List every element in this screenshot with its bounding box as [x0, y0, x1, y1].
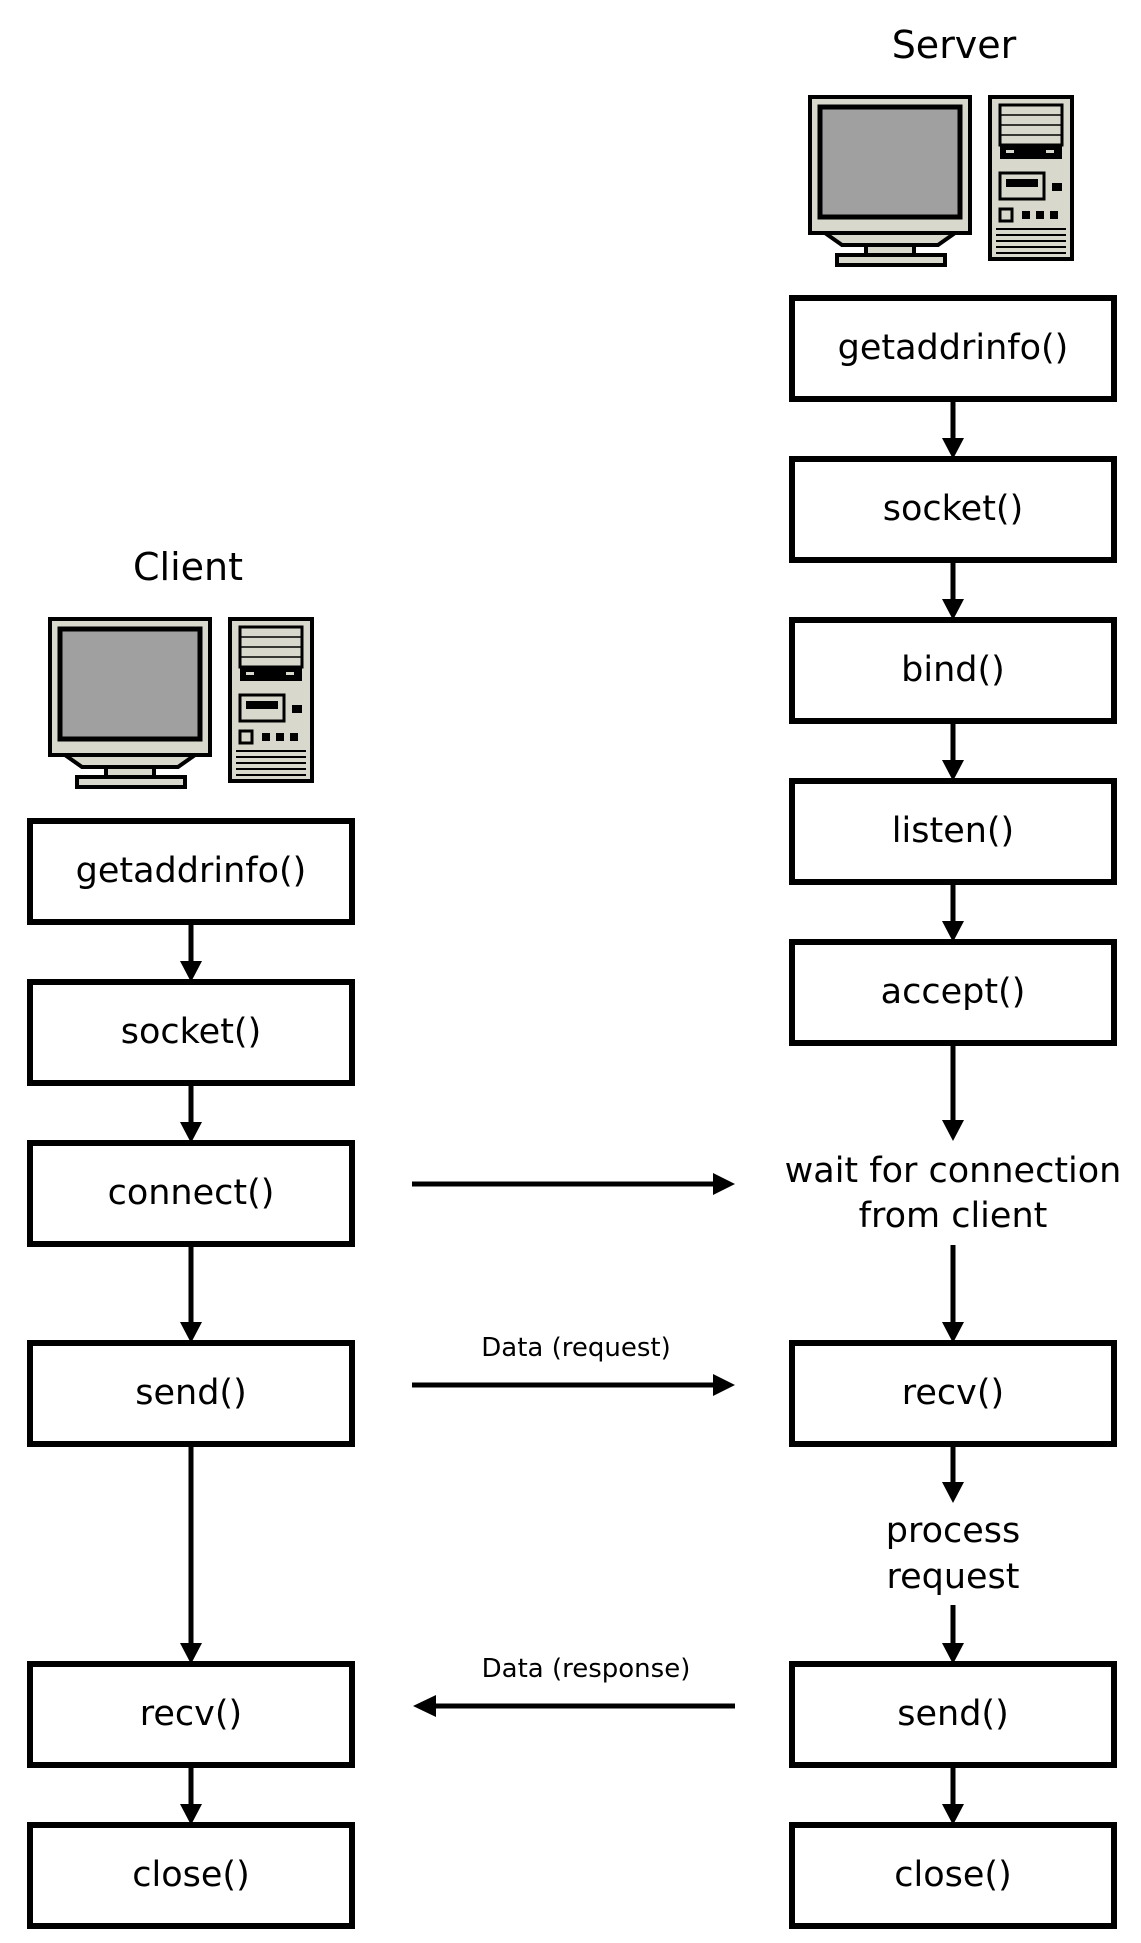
- server-accept-label: accept(): [881, 972, 1026, 1012]
- server-bind-box: bind(): [789, 617, 1117, 724]
- server-listen-box: listen(): [789, 778, 1117, 885]
- server-arrow-accept-wait: [942, 1043, 964, 1141]
- server-getaddrinfo-box: getaddrinfo(): [789, 295, 1117, 402]
- server-arrow-recv-process: [942, 1444, 964, 1503]
- server-socket-box: socket(): [789, 456, 1117, 563]
- connect-arrow: [412, 1173, 735, 1195]
- server-close-box: close(): [789, 1822, 1117, 1929]
- server-recv-box: recv(): [789, 1340, 1117, 1447]
- server-socket-label: socket(): [883, 489, 1023, 529]
- client-recv-box: recv(): [27, 1661, 355, 1768]
- server-title: Server: [892, 23, 1017, 67]
- server-process-label-line1: process: [886, 1511, 1021, 1551]
- client-arrow-connect-send: [180, 1244, 202, 1343]
- server-wait-label-line2: from client: [859, 1196, 1048, 1236]
- client-send-label: send(): [135, 1373, 246, 1413]
- server-computer-icon: [810, 97, 1072, 265]
- client-arrow-send-recv: [180, 1444, 202, 1664]
- response-arrow: [413, 1695, 735, 1717]
- server-arrow-bind-listen: [942, 721, 964, 781]
- client-getaddrinfo-label: getaddrinfo(): [76, 851, 307, 891]
- client-socket-box: socket(): [27, 979, 355, 1086]
- server-wait-label-line1: wait for connection: [785, 1151, 1122, 1191]
- client-computer-icon: [50, 619, 312, 787]
- client-getaddrinfo-box: getaddrinfo(): [27, 818, 355, 925]
- server-arrow-socket-bind: [942, 560, 964, 620]
- request-label: Data (request): [481, 1333, 670, 1363]
- server-arrow-listen-accept: [942, 882, 964, 942]
- response-label: Data (response): [482, 1654, 691, 1684]
- client-socket-label: socket(): [121, 1012, 261, 1052]
- server-arrow-wait-recv: [942, 1245, 964, 1343]
- client-arrow-recv-close: [180, 1765, 202, 1825]
- client-close-box: close(): [27, 1822, 355, 1929]
- server-listen-label: listen(): [892, 811, 1014, 851]
- server-arrow-process-send: [942, 1605, 964, 1664]
- server-accept-box: accept(): [789, 939, 1117, 1046]
- client-connect-label: connect(): [108, 1173, 275, 1213]
- client-recv-label: recv(): [140, 1694, 242, 1734]
- server-arrow-send-close: [942, 1765, 964, 1825]
- client-connect-box: connect(): [27, 1140, 355, 1247]
- server-recv-label: recv(): [902, 1373, 1004, 1413]
- client-send-box: send(): [27, 1340, 355, 1447]
- client-arrow-getaddrinfo-socket: [180, 922, 202, 982]
- server-close-label: close(): [894, 1855, 1011, 1895]
- client-title: Client: [133, 545, 243, 589]
- server-send-label: send(): [897, 1694, 1008, 1734]
- server-send-box: send(): [789, 1661, 1117, 1768]
- client-arrow-socket-connect: [180, 1083, 202, 1143]
- server-bind-label: bind(): [901, 650, 1005, 690]
- request-arrow: [412, 1374, 735, 1396]
- server-getaddrinfo-label: getaddrinfo(): [838, 328, 1069, 368]
- server-arrow-getaddrinfo-socket: [942, 399, 964, 459]
- server-process-label-line2: request: [886, 1557, 1019, 1597]
- client-close-label: close(): [132, 1855, 249, 1895]
